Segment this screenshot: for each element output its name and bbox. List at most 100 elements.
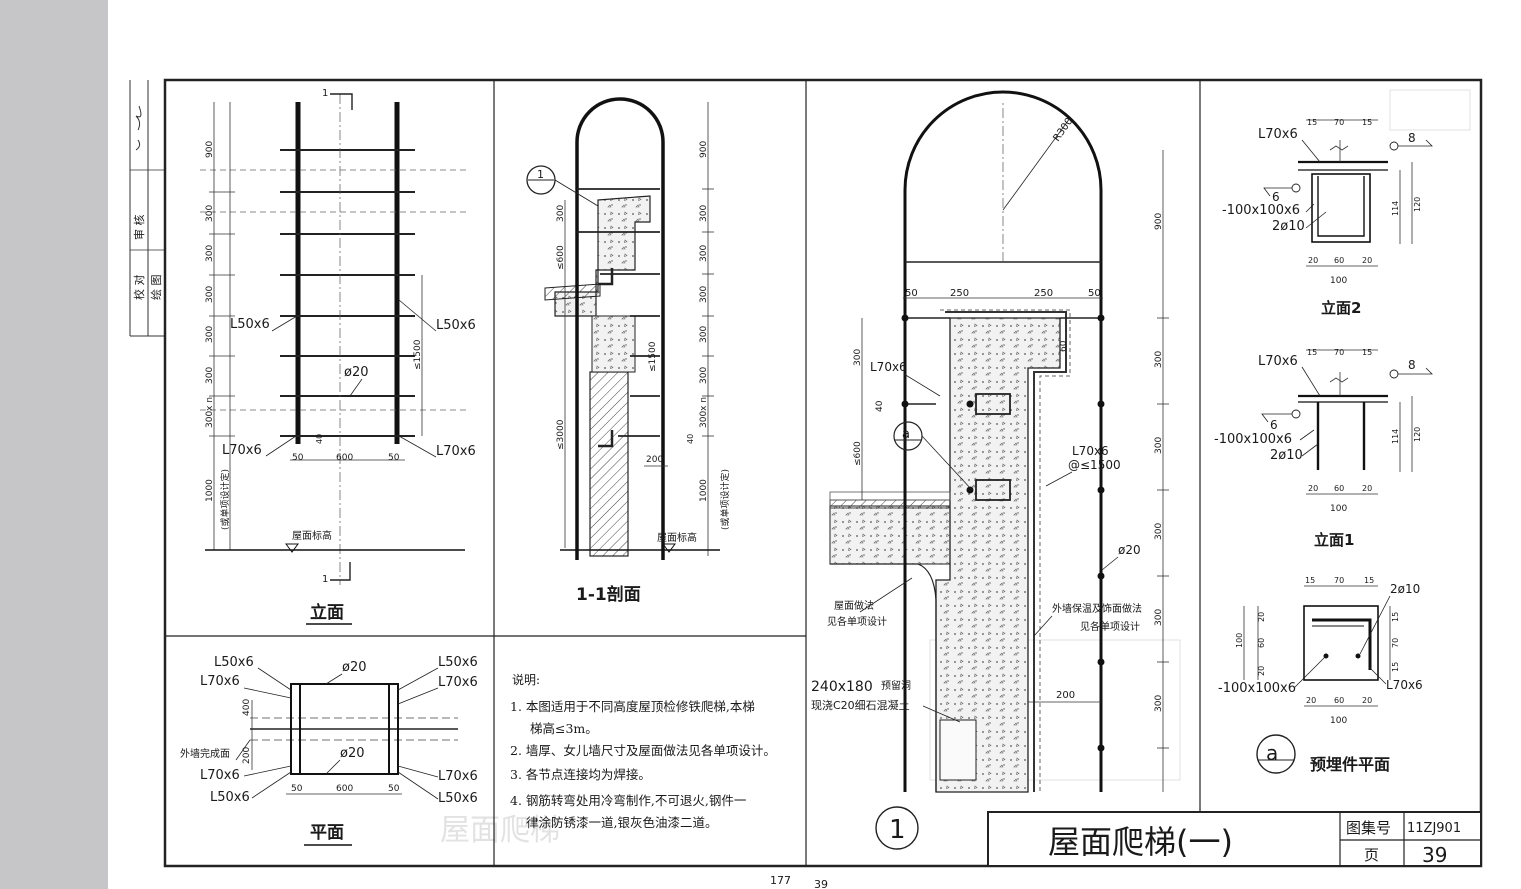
elev-label-l50-left: L50x6: [230, 317, 270, 332]
detail-radius: R300: [1051, 116, 1075, 144]
embed-right-70: 70: [1391, 638, 1400, 648]
embed-left-20-t: 20: [1257, 612, 1266, 622]
section-dim-300-left: 300: [556, 205, 566, 222]
elev2-bar: 2ø10: [1272, 219, 1305, 234]
detail-hole-size: 240x180: [811, 679, 873, 695]
embed-dim-100: 100: [1330, 716, 1347, 726]
section-dim-300-5: 300: [699, 367, 709, 384]
detail-hole-label: 预留洞: [881, 679, 911, 692]
ladder-plan: L50x6 L70x6 ø20 L50x6 L70x6 外墙完成面 ø20 L7…: [180, 655, 478, 846]
elev1-l70: L70x6: [1258, 354, 1298, 369]
elev2-dim-20-r: 20: [1362, 256, 1372, 265]
elev-dim-50-l: 50: [292, 453, 304, 463]
drawing-title: 屋面爬梯(一): [1048, 823, 1233, 861]
section-dim-300-1: 300: [699, 205, 709, 222]
detail-dim-900: 900: [1154, 213, 1164, 230]
section-callout: 1: [537, 168, 544, 181]
plan-dim-50-l: 50: [291, 784, 303, 794]
embed-dim-70: 70: [1334, 576, 1344, 585]
title-block: 屋面爬梯(一) 图集号 11ZJ901 页 39: [987, 811, 1482, 867]
elev2-v114: 114: [1391, 201, 1400, 216]
ghost-caption: 屋面爬梯: [440, 813, 560, 848]
plan-dim-200: 200: [242, 747, 252, 764]
detail-dim-50-l: 50: [905, 288, 918, 299]
plan-label-l70-bl: L70x6: [200, 768, 240, 783]
detail-dim-300-4: 300: [1154, 609, 1164, 626]
embed-dim-20-l: 20: [1306, 696, 1316, 705]
elev-dim-300-5: 300: [205, 367, 215, 384]
embed-bar: 2ø10: [1390, 582, 1420, 596]
elev-section-mark-bottom: 1: [322, 574, 328, 585]
section-caption: 1-1剖面: [576, 584, 641, 605]
elev-side-note: (或单项设计定): [219, 469, 231, 530]
plan-label-l50-bl: L50x6: [210, 790, 250, 805]
section-dim-300-4: 300: [699, 326, 709, 343]
embed-left-60: 60: [1257, 638, 1266, 648]
detail-wall-note-2: 见各单项设计: [1080, 620, 1140, 633]
sheet-border: [163, 78, 1483, 868]
embed-dim-15-r: 15: [1364, 576, 1374, 585]
signature-scribble: [135, 105, 142, 151]
elev1-v114: 114: [1391, 429, 1400, 444]
detail-dim-40: 40: [875, 400, 885, 412]
signature-margin: 校 对 绘 图 审 核: [129, 80, 165, 337]
atlas-number: 11ZJ901: [1407, 821, 1461, 836]
elev2-dim-100: 100: [1330, 276, 1347, 286]
section-dim-300n: 300x n: [699, 397, 709, 428]
embed-right-15-b: 15: [1391, 662, 1400, 672]
elev-dim-40: 40: [315, 434, 324, 444]
section-dim-1500: ≤1500: [648, 341, 658, 372]
elev2-dim-20-l: 20: [1308, 256, 1318, 265]
elev-dim-300n: 300x n: [205, 397, 215, 428]
elevation-2-detail: 15 70 15 L70x6 8 6 -100x100x6 2ø10 114 1…: [1222, 118, 1433, 317]
page-label: 页: [1364, 846, 1379, 864]
section-dim-600-left: ≤600: [556, 245, 566, 270]
elev1-dim-100: 100: [1330, 504, 1347, 514]
elev-dim-300-3: 300: [205, 286, 215, 303]
detail-callout: 1: [889, 815, 906, 845]
elev-roof-label: 屋面标高: [292, 529, 332, 542]
embed-left-100: 100: [1235, 633, 1244, 648]
elev2-dim-15-r: 15: [1362, 118, 1372, 127]
elev2-plate: -100x100x6: [1222, 203, 1300, 218]
detail-dim-300-5: 300: [1154, 695, 1164, 712]
elev-label-l50-right: L50x6: [436, 318, 476, 333]
detail-dim-250-l: 250: [950, 288, 969, 299]
elev-dim-600: 600: [336, 453, 353, 463]
detail-dim-600-left: ≤600: [853, 441, 863, 466]
elev2-v120: 120: [1413, 197, 1422, 212]
plan-label-rod-bot: ø20: [340, 746, 365, 761]
footer-left-number: 177: [770, 874, 791, 887]
section-dim-900: 900: [699, 141, 709, 158]
elev1-bar: 2ø10: [1270, 448, 1303, 463]
elev-dim-300-2: 300: [205, 245, 215, 262]
node-detail: R300 50 250 250 50 900 300 300 300 300 3…: [811, 90, 1169, 850]
plan-label-l70-br: L70x6: [438, 769, 478, 784]
plan-label-rod-top: ø20: [342, 660, 367, 675]
elev-caption: 立面: [310, 602, 344, 623]
elev1-caption: 立面1: [1314, 531, 1354, 549]
notes-title: 说明:: [512, 672, 540, 687]
detail-dim-300-2: 300: [1154, 437, 1164, 454]
elev1-dim-15-r: 15: [1362, 348, 1372, 357]
elev1-dim-60: 60: [1334, 484, 1344, 493]
margin-label-2: 绘 图: [149, 275, 163, 301]
elev-label-l70-right: L70x6: [436, 444, 476, 459]
elev-label-rod: ø20: [344, 365, 369, 380]
elev2-dim-60: 60: [1334, 256, 1344, 265]
detail-dim-300-left: 300: [853, 349, 863, 366]
note-1-line-2: 梯高≤3m。: [530, 721, 598, 736]
elev1-weld: 8: [1408, 358, 1416, 372]
elev2-weld6: 6: [1272, 190, 1280, 204]
note-4-line-1: 4. 钢筋转弯处用冷弯制作,不可退火,钢件一: [510, 793, 746, 808]
elev1-v120: 120: [1413, 427, 1422, 442]
ladder-elevation: 1 1 900 300 300 300 300 300 300x n 1000 …: [200, 88, 476, 625]
detail-roof-note-2: 见各单项设计: [827, 615, 887, 628]
detail-wall-note-1: 外墙保温及饰面做法: [1052, 602, 1142, 615]
plan-label-l50-br: L50x6: [438, 791, 478, 806]
embed-l70: L70x6: [1386, 678, 1423, 692]
section-dim-1000: 1000: [699, 479, 709, 502]
section-dim-3000-left: ≤3000: [556, 419, 566, 450]
elev1-dim-20-r: 20: [1362, 484, 1372, 493]
page-number: 39: [1422, 843, 1447, 867]
